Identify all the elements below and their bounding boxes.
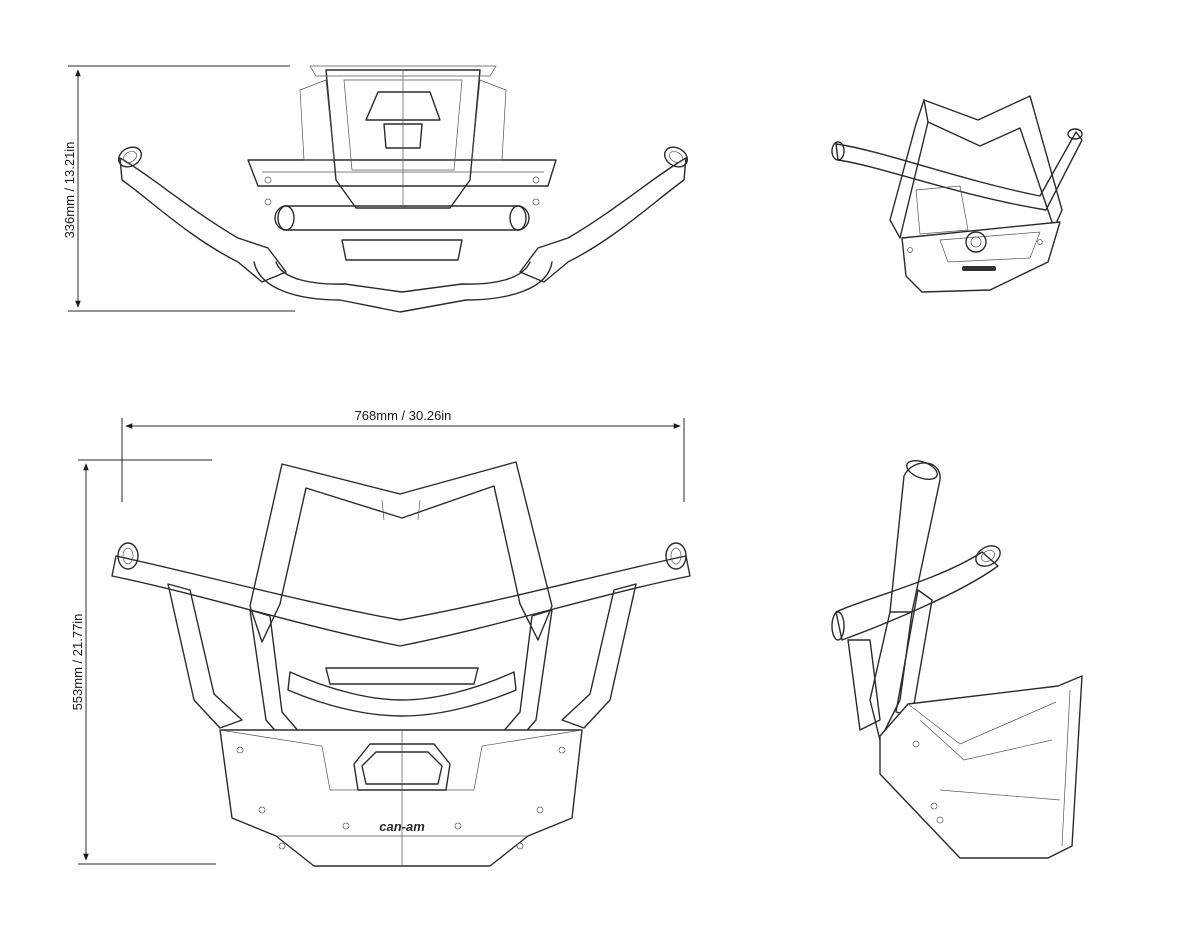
dimension-front-height: 553mm / 21.77in [70, 459, 216, 865]
top-view-drawing [117, 65, 689, 313]
front-view-drawing: can-am [111, 461, 691, 867]
dimension-label-front-height: 553mm / 21.77in [70, 614, 85, 711]
isometric-view-drawing [831, 95, 1083, 293]
dimension-label-top-height: 336mm / 13.21in [62, 142, 77, 239]
skid-plate [219, 729, 583, 867]
dimension-label-front-width: 768mm / 30.26in [355, 408, 452, 423]
isometric-logo-decal [962, 266, 996, 271]
dimension-front-width: 768mm / 30.26in [121, 408, 685, 502]
front-logo-text: can-am [379, 819, 425, 834]
side-skid-plate [879, 675, 1083, 859]
dimension-top-height: 336mm / 13.21in [62, 65, 295, 312]
side-view-drawing [831, 460, 1083, 859]
